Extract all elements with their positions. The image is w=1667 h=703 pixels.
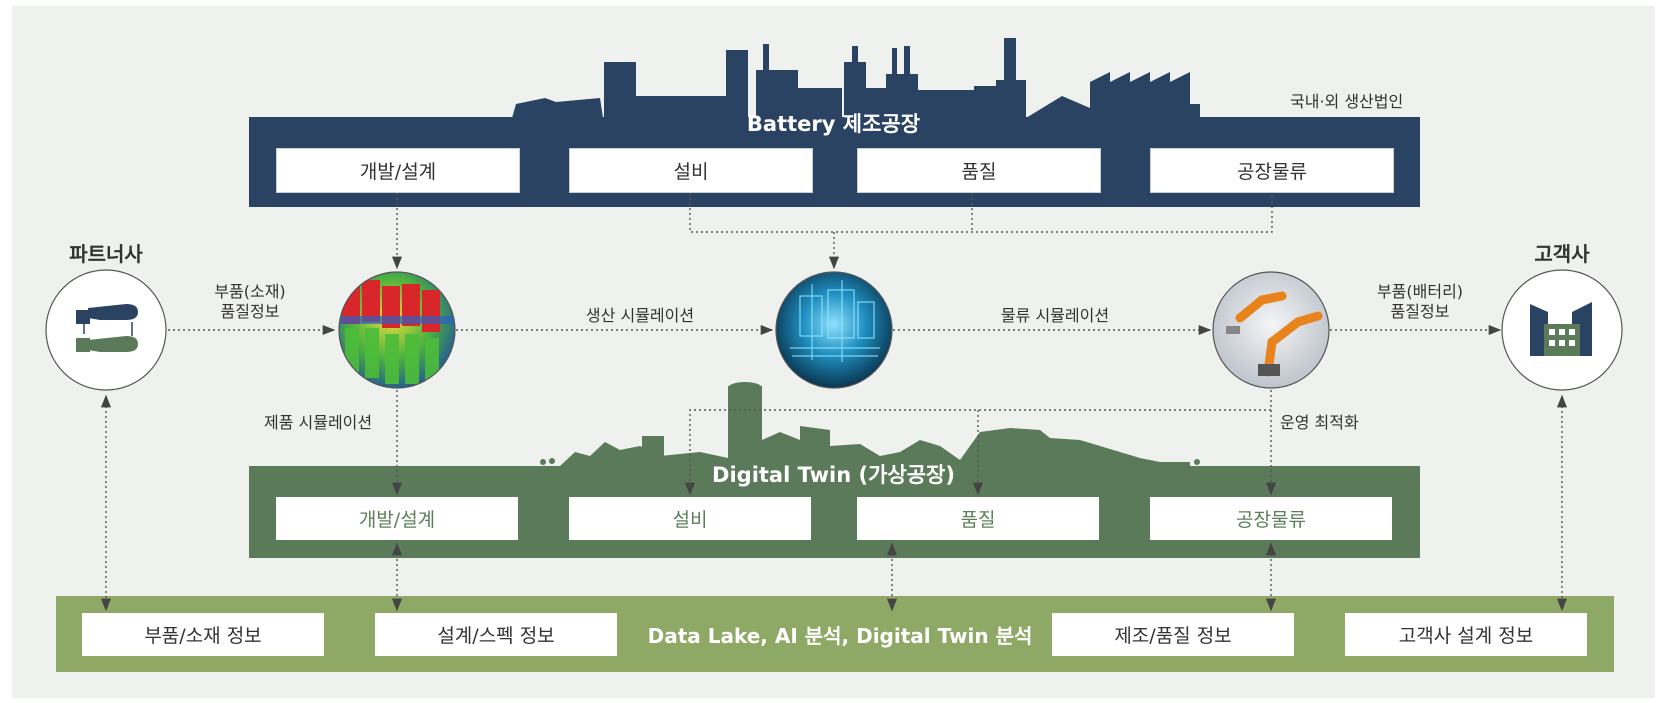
twin-title: Digital Twin (가상공장): [712, 463, 955, 487]
handshake-icon: [76, 304, 138, 352]
flow-connectors: [100, 193, 1568, 612]
factory-box-dev-design[interactable]: 개발/설계: [276, 148, 520, 193]
factory-box-quality[interactable]: 품질: [857, 148, 1101, 193]
building-icon: [1530, 302, 1592, 356]
flow-label-customer-line2: 품질정보: [1390, 302, 1450, 321]
town-silhouette: [540, 382, 1200, 466]
lake-box-parts-materials[interactable]: 부품/소재 정보: [82, 613, 324, 656]
factory-box-equipment[interactable]: 설비: [569, 148, 813, 193]
flow-label-production-sim: 생산 시뮬레이션: [585, 306, 695, 325]
twin-box-equipment[interactable]: 설비: [569, 497, 811, 540]
digital-factory-image: [776, 272, 892, 388]
lake-box-design-spec[interactable]: 설계/스펙 정보: [375, 613, 617, 656]
robot-arm-image: [1213, 272, 1329, 388]
partner-title: 파트너사: [69, 242, 143, 266]
factory-skyline: [512, 38, 1200, 118]
flow-label-partner-quality: 부품(소재) 품질정보: [190, 282, 310, 322]
partner-node: [45, 269, 167, 391]
flow-label-partner-line1: 부품(소재): [214, 282, 286, 301]
flow-label-customer-quality: 부품(배터리) 품질정보: [1355, 282, 1485, 322]
flow-label-operation-opt: 운영 최적화: [1280, 413, 1359, 432]
flow-label-logistics-sim: 물류 시뮬레이션: [1000, 306, 1110, 325]
flow-label-product-sim: 제품 시뮬레이션: [264, 413, 373, 432]
factory-note: 국내·외 생산법인: [1290, 92, 1404, 111]
factory-box-logistics[interactable]: 공장물류: [1150, 148, 1394, 193]
lake-box-manufacturing-quality[interactable]: 제조/품질 정보: [1052, 613, 1294, 656]
data-lake-title: Data Lake, AI 분석, Digital Twin 분석: [647, 624, 1033, 648]
customer-title: 고객사: [1534, 242, 1590, 266]
twin-box-dev-design[interactable]: 개발/설계: [276, 497, 518, 540]
lake-box-customer-design[interactable]: 고객사 설계 정보: [1345, 613, 1587, 656]
flow-label-customer-line1: 부품(배터리): [1376, 282, 1464, 301]
customer-node: [1501, 269, 1623, 391]
factory-title: Battery 제조공장: [746, 112, 921, 136]
twin-box-quality[interactable]: 품질: [857, 497, 1099, 540]
lattice-tower: [604, 62, 636, 102]
flow-label-partner-line2: 품질정보: [220, 302, 280, 321]
battery-cells-image: [339, 272, 455, 388]
twin-box-logistics[interactable]: 공장물류: [1150, 497, 1392, 540]
